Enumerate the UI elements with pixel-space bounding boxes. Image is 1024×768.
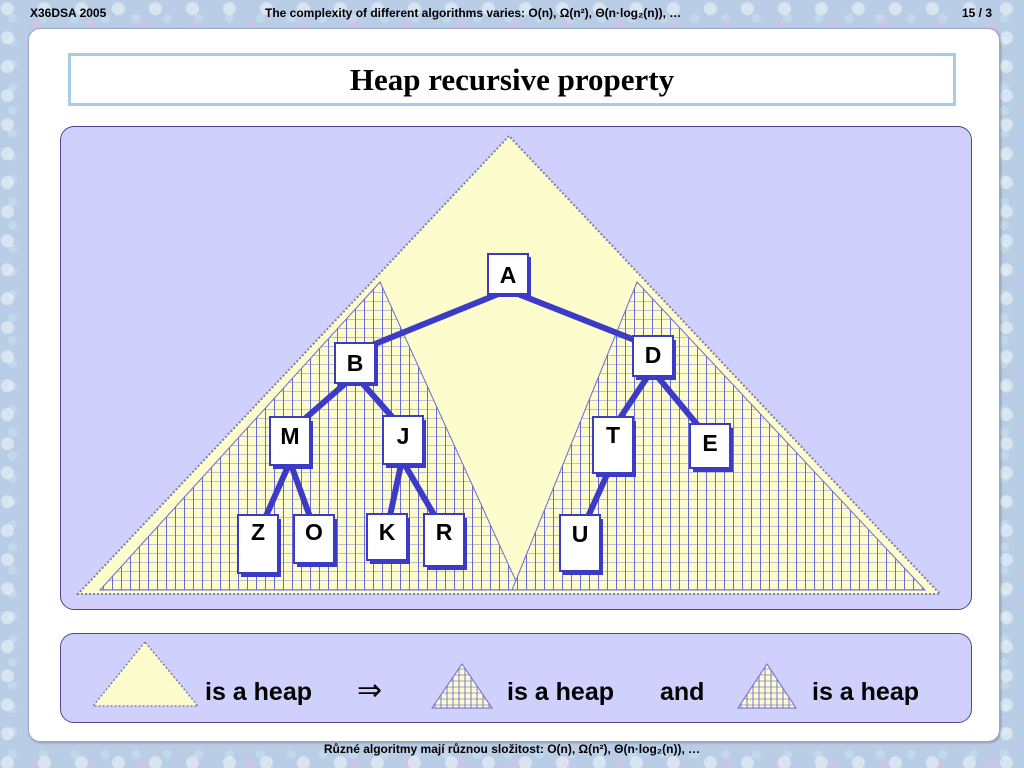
header-page-number: 15 / 3 [961, 6, 992, 20]
header-course: X36DSA 2005 [30, 6, 107, 20]
slide-title: Heap recursive property [68, 53, 956, 106]
svg-text:B: B [347, 350, 364, 376]
edge-a-b [357, 287, 511, 353]
node-e: E [689, 423, 733, 472]
tree-nodes: A B D M J T E [237, 253, 733, 577]
implies-symbol: ⇒ [357, 673, 383, 708]
svg-text:J: J [397, 423, 410, 449]
legend-heap-triangle-icon [91, 640, 200, 707]
svg-text:O: O [305, 519, 323, 545]
node-r: R [423, 513, 467, 570]
node-t: T [592, 416, 636, 477]
node-o: O [293, 514, 337, 567]
svg-text:U: U [572, 521, 589, 547]
node-a: A [487, 253, 531, 297]
svg-text:E: E [702, 430, 717, 456]
footer-text: Různé algoritmy mají různou složitost: O… [323, 742, 701, 756]
node-j: J [382, 415, 426, 468]
svg-text:M: M [280, 423, 299, 449]
node-k: K [366, 513, 410, 564]
node-d: D [632, 335, 676, 380]
legend-text-is-a-heap-1: is a heap [205, 678, 312, 706]
node-u: U [559, 514, 603, 575]
legend-panel [60, 633, 972, 723]
svg-text:D: D [645, 342, 662, 368]
legend-right-subtree-icon [737, 663, 797, 709]
svg-text:Z: Z [251, 519, 265, 545]
svg-text:K: K [379, 519, 396, 545]
legend-text-is-a-heap-3: is a heap [812, 678, 919, 706]
node-z: Z [237, 514, 281, 577]
svg-text:R: R [436, 519, 453, 545]
edge-a-d [505, 287, 658, 351]
node-b: B [334, 342, 378, 386]
legend-text-and: and [660, 678, 705, 706]
header-subtitle: The complexity of different algorithms v… [265, 6, 682, 20]
legend-left-subtree-icon [431, 663, 493, 709]
legend-text-is-a-heap-2: is a heap [507, 678, 614, 706]
svg-text:T: T [606, 422, 620, 448]
svg-text:A: A [500, 262, 517, 288]
node-m: M [269, 416, 313, 469]
